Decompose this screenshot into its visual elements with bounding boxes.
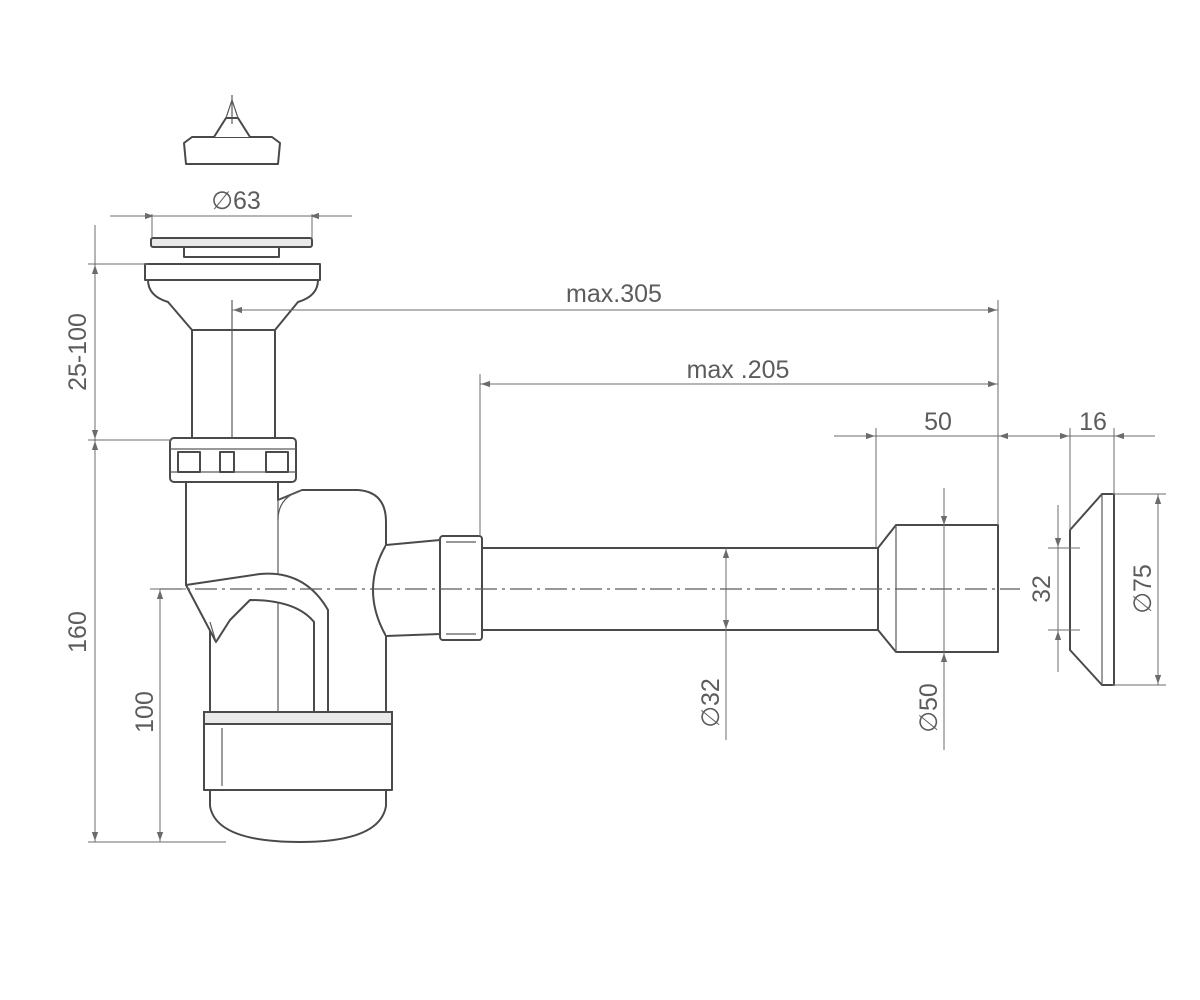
drain-plug xyxy=(183,95,281,165)
trap-body xyxy=(185,481,393,843)
overall-length-label: max.305 xyxy=(566,280,662,308)
outlet-pipe xyxy=(160,524,1020,653)
inlet-height-label: 25-100 xyxy=(64,313,92,391)
dimension-lines xyxy=(88,212,1166,843)
outlet-height-label: 100 xyxy=(131,691,159,733)
strainer-and-tailpiece xyxy=(144,237,321,548)
pipe-length-label: max .205 xyxy=(687,356,790,384)
wall-rosette xyxy=(1069,493,1115,686)
total-height-label: 160 xyxy=(64,611,92,653)
pipe-diameter-label: ∅32 xyxy=(697,678,725,728)
plug-diameter-label: ∅63 xyxy=(211,187,261,215)
socket-diameter-label: ∅50 xyxy=(915,683,943,733)
union-nut xyxy=(169,437,297,483)
rosette-inner-diameter-label: 32 xyxy=(1028,575,1056,603)
socket-length-label: 50 xyxy=(924,408,952,436)
rosette-depth-label: 16 xyxy=(1079,408,1107,436)
rosette-diameter-label: ∅75 xyxy=(1129,564,1157,614)
